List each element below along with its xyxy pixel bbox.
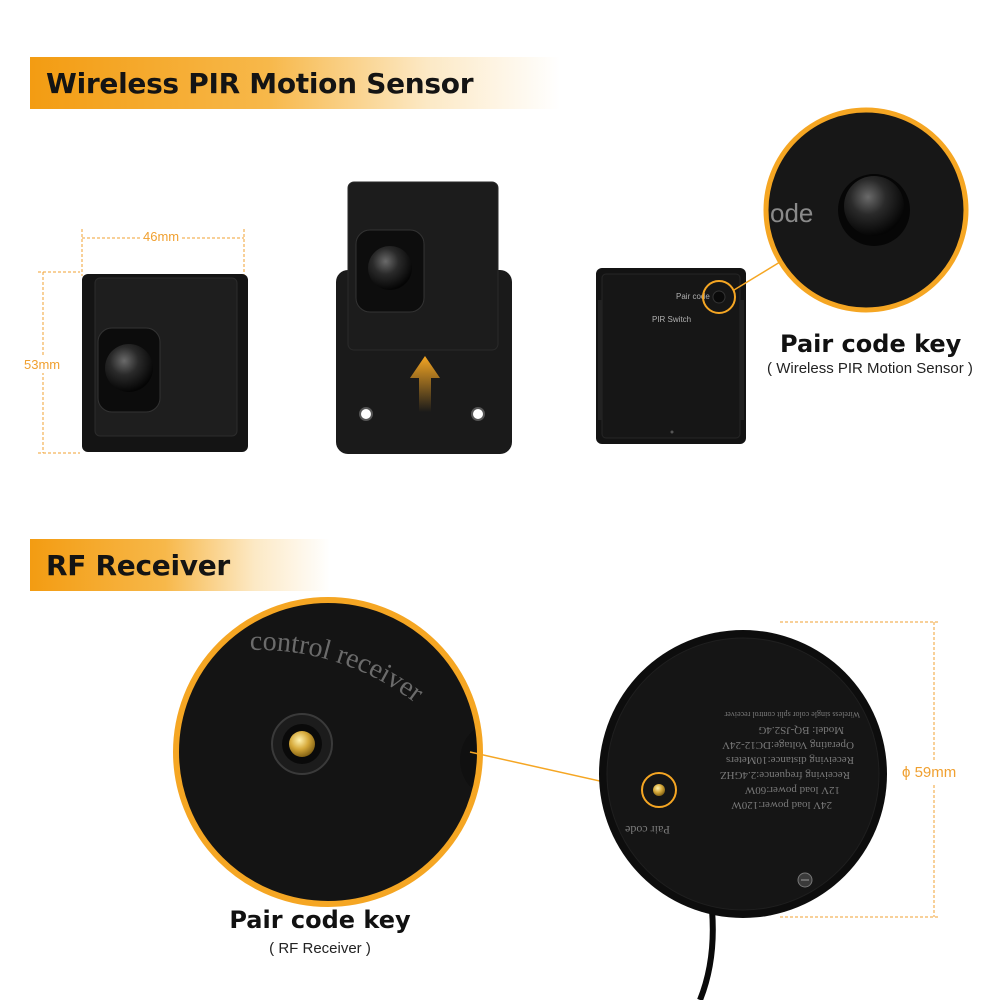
sensor-key-title: Pair code key <box>780 330 962 358</box>
sensor-front-view <box>38 229 248 454</box>
receiver-cable <box>697 909 716 1000</box>
sensor-back-view: Pair code PIR Switch <box>596 261 781 444</box>
receiver-key-title: Pair code key <box>229 906 411 934</box>
sensor-section-banner: Wireless PIR Motion Sensor <box>30 57 560 109</box>
slide-up-arrow-icon <box>410 356 440 412</box>
receiver-key-subtitle: ( RF Receiver ) <box>269 940 371 957</box>
width-label: 46mm <box>141 229 182 244</box>
disc-line-7: Wireless single color split control rece… <box>724 710 860 719</box>
sensor-bracket-view <box>336 181 512 454</box>
disc-line-3: Receiving frequence:2.4GHZ <box>720 769 850 781</box>
diameter-label: ϕ 59mm <box>900 764 959 781</box>
sensor-key-subtitle: ( Wireless PIR Motion Sensor ) <box>767 360 973 377</box>
disc-line-2: 12V load power:60W <box>744 784 840 796</box>
disc-line-6: Model: BQ-JS2.4G <box>758 724 844 736</box>
zoom-code-text: ode <box>770 198 813 228</box>
height-label: 53mm <box>24 356 61 373</box>
receiver-section-title: RF Receiver <box>46 549 230 582</box>
receiver-disc: 24V load power:120W 12V load power:60W R… <box>599 630 887 1000</box>
pair-button-highlight <box>702 280 736 314</box>
diameter-dimension <box>780 621 938 918</box>
disc-line-5: Operating Voltage:DC12-24V <box>722 739 854 751</box>
receiver-pair-button-zoom: control receiver <box>173 597 483 907</box>
sensor-pair-button-zoom: ode <box>763 107 969 313</box>
disc-line-4: Receiving distance:10Meters <box>726 754 854 766</box>
receiver-section-banner: RF Receiver <box>30 539 330 591</box>
disc-line-1: 24V load power:120W <box>731 799 832 811</box>
sensor-section-title: Wireless PIR Motion Sensor <box>46 67 474 100</box>
disc-pair-code-label: Pair code <box>625 823 670 837</box>
back-pair-code-label: Pair code <box>676 292 710 301</box>
disc-pair-highlight <box>641 772 677 808</box>
back-pir-switch-label: PIR Switch <box>652 315 691 324</box>
